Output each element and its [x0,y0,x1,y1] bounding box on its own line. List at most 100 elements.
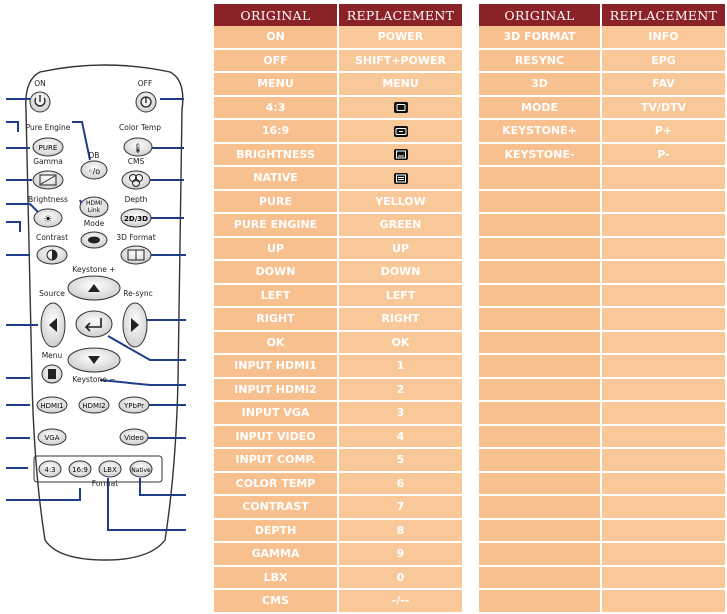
cell-original: MENU [214,73,337,97]
label-depth: Depth [125,195,148,204]
label-mode: Mode [84,219,105,228]
label-pure-engine: Pure Engine [26,123,71,132]
video-button[interactable]: Video [119,428,149,446]
cell-original [479,167,600,191]
depth-button[interactable]: 2D/3D [120,208,152,228]
cell-replacement [339,167,462,191]
table-row: 16:9 [214,120,462,144]
cell-original: KEYSTONE- [479,143,600,167]
sun-icon: ☀ [44,214,53,225]
cell-original: INPUT VGA [214,402,337,426]
vga-button[interactable]: VGA [37,428,67,446]
ok-button[interactable] [75,310,113,338]
aspect-16-9-key-icon [393,125,408,137]
contrast-button[interactable] [36,245,68,265]
menu-button[interactable] [41,364,63,384]
cell-replacement [602,355,725,379]
label-keystone-plus: Keystone + [72,265,115,274]
gamma-button[interactable] [32,170,64,190]
cell-replacement [339,96,462,120]
cms-button[interactable] [121,170,151,190]
cell-original: DOWN [214,261,337,285]
cell-original [479,355,600,379]
cell-replacement: RIGHT [339,308,462,332]
up-button[interactable] [67,275,121,301]
cell-original [479,566,600,590]
right-button[interactable] [122,302,148,348]
hdmi1-label: HDMI1 [40,402,63,410]
table-row [479,472,725,496]
cell-original [479,237,600,261]
mode-icon [88,236,100,244]
native-label: Native [131,467,151,474]
native-button[interactable]: Native [129,460,153,478]
header-replacement: REPLACEMENT [602,4,725,26]
ypbpr-button[interactable]: YPbPr [118,396,150,414]
hdmi1-button[interactable]: HDMI1 [36,396,68,414]
on-button[interactable] [29,91,51,113]
cell-original: UP [214,237,337,261]
cell-original: INPUT HDMI1 [214,355,337,379]
cell-replacement: DOWN [339,261,462,285]
cell-replacement: 9 [339,543,462,567]
arrow-left-icon [49,318,57,332]
cell-original: MODE [479,96,600,120]
hdmi2-button[interactable]: HDMI2 [78,396,110,414]
vga-label: VGA [44,434,59,442]
mode-button[interactable] [80,231,108,249]
lbx-button[interactable]: LBX [98,460,122,478]
subtitle-key-icon [393,149,408,161]
color-temp-button[interactable]: 🌡 [123,137,153,157]
cell-original: OFF [214,49,337,73]
hdmi-link-button[interactable]: HDMI Link [79,196,109,218]
cell-replacement: POWER [339,26,462,50]
label-brightness: Brightness [28,195,68,204]
brightness-button[interactable]: ☀ [33,208,63,228]
cell-original: BRIGHTNESS [214,143,337,167]
cell-replacement [602,425,725,449]
arrow-right-icon [131,318,139,332]
table-row: 4:3 [214,96,462,120]
gamma-icon [39,174,57,186]
cell-original [479,331,600,355]
down-button[interactable] [67,347,121,373]
aspect-4-3-button[interactable]: 4:3 [38,460,62,478]
cell-original: LEFT [214,284,337,308]
cell-original [479,472,600,496]
cell-replacement [602,402,725,426]
cell-replacement: YELLOW [339,190,462,214]
table-row [479,543,725,567]
cell-original: 3D [479,73,600,97]
left-button[interactable] [40,302,66,348]
cell-original [479,496,600,520]
arrow-down-icon [88,356,100,364]
cell-replacement [602,519,725,543]
cell-replacement: 7 [339,496,462,520]
label-color-temp: Color Temp [119,123,161,132]
enter-icon [84,318,102,332]
cell-original: 3D FORMAT [479,26,600,50]
cell-replacement [602,261,725,285]
off-button[interactable] [135,91,157,113]
cell-original [479,284,600,308]
cell-original: LBX [214,566,337,590]
cell-replacement: 6 [339,472,462,496]
cell-original [479,214,600,238]
table-row: NATIVE [214,167,462,191]
3d-format-button[interactable] [120,245,152,265]
header-original: ORIGINAL [479,4,600,26]
aspect-16-9-button[interactable]: 16:9 [68,460,92,478]
db-button[interactable]: ◦/o [80,160,108,180]
cell-replacement [339,143,462,167]
cell-replacement: MENU [339,73,462,97]
aspect-4-3-label: 4:3 [44,466,55,474]
table-row [479,308,725,332]
pure-button[interactable]: PURE [32,137,64,157]
